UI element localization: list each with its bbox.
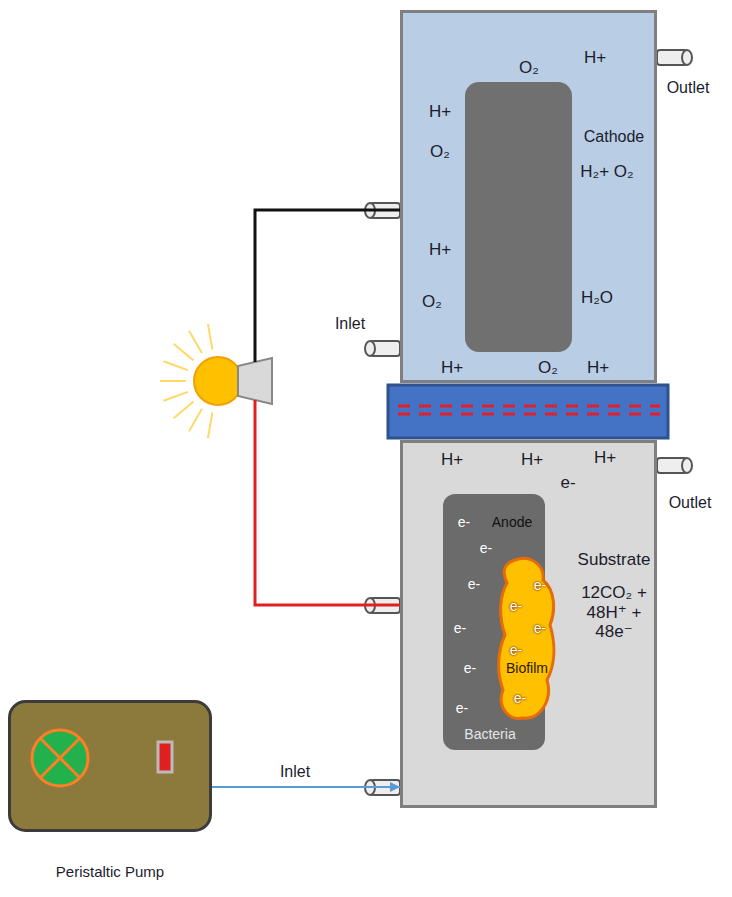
proton-label: H+: [429, 240, 451, 260]
light-ray: [189, 409, 202, 432]
electron-label: e-: [514, 690, 526, 706]
node-label: Anode: [492, 514, 532, 530]
light-bulb: [194, 357, 242, 405]
port-label: Outlet: [667, 79, 710, 97]
inlet-arrow: [212, 787, 400, 788]
light-ray: [174, 344, 194, 361]
proton-label: H+: [587, 358, 609, 378]
light-ray: [208, 413, 213, 439]
electron-label: e-: [464, 660, 476, 676]
node-label: Cathode: [584, 128, 645, 146]
electron-label: e-: [480, 540, 492, 556]
proton-label: H+: [521, 450, 543, 470]
electron-label: e-: [456, 700, 468, 716]
proton-label: H+: [429, 102, 451, 122]
light-ray: [160, 380, 186, 382]
node-label: Peristaltic Pump: [56, 863, 164, 880]
oxygen-label: O₂: [422, 292, 442, 312]
electron-label: e-: [510, 642, 522, 658]
membrane-mark: [398, 413, 660, 416]
port-label: Outlet: [669, 494, 712, 512]
cathode-chamber: O₂H+H+O₂H+O₂O₂H+H+Cathode: [400, 10, 657, 383]
connector-line: [212, 786, 400, 788]
electron-label: e-: [468, 576, 480, 592]
oxygen-label: O₂: [430, 142, 450, 162]
node-label: Biofilm: [506, 660, 548, 676]
edge-label: Inlet: [280, 763, 310, 781]
light-ray: [208, 324, 213, 350]
reaction-text: 12CO₂ + 48H⁺ + 48e⁻: [574, 583, 654, 642]
proton-label: H+: [441, 358, 463, 378]
electron-label: e-: [534, 577, 546, 593]
light-ray: [164, 361, 188, 370]
membrane-mark: [398, 405, 660, 408]
biofilm: e-e-e-e- Biofilm e-: [495, 555, 557, 723]
light-ray: [174, 402, 194, 419]
peristaltic-pump: Peristaltic Pump: [8, 700, 212, 885]
proton-label: H+: [441, 450, 463, 470]
light-ray: [164, 392, 188, 401]
proton-label: H+: [584, 48, 606, 68]
electron-label: e-: [458, 514, 470, 530]
reaction-text: H₂+ O₂: [580, 162, 633, 182]
membrane: [388, 385, 668, 438]
bulb-socket: [238, 358, 272, 404]
oxygen-label: O₂: [519, 58, 539, 78]
pump-body: [8, 700, 212, 832]
node-label: Bacteria: [464, 726, 515, 742]
electron-label: e-: [454, 620, 466, 636]
light-rays: [160, 324, 212, 438]
reaction-text: Substrate: [578, 550, 651, 570]
oxygen-label: O₂: [538, 358, 558, 378]
electron-label: e-: [534, 620, 546, 636]
cathode-electrode: Cathode: [465, 82, 572, 352]
proton-label: H+: [594, 448, 616, 468]
reaction-text: H₂O: [581, 288, 613, 308]
electron-label: e-: [510, 598, 522, 614]
electron-label: e-: [560, 473, 575, 493]
port-label: Inlet: [335, 315, 365, 333]
light-ray: [189, 331, 202, 354]
